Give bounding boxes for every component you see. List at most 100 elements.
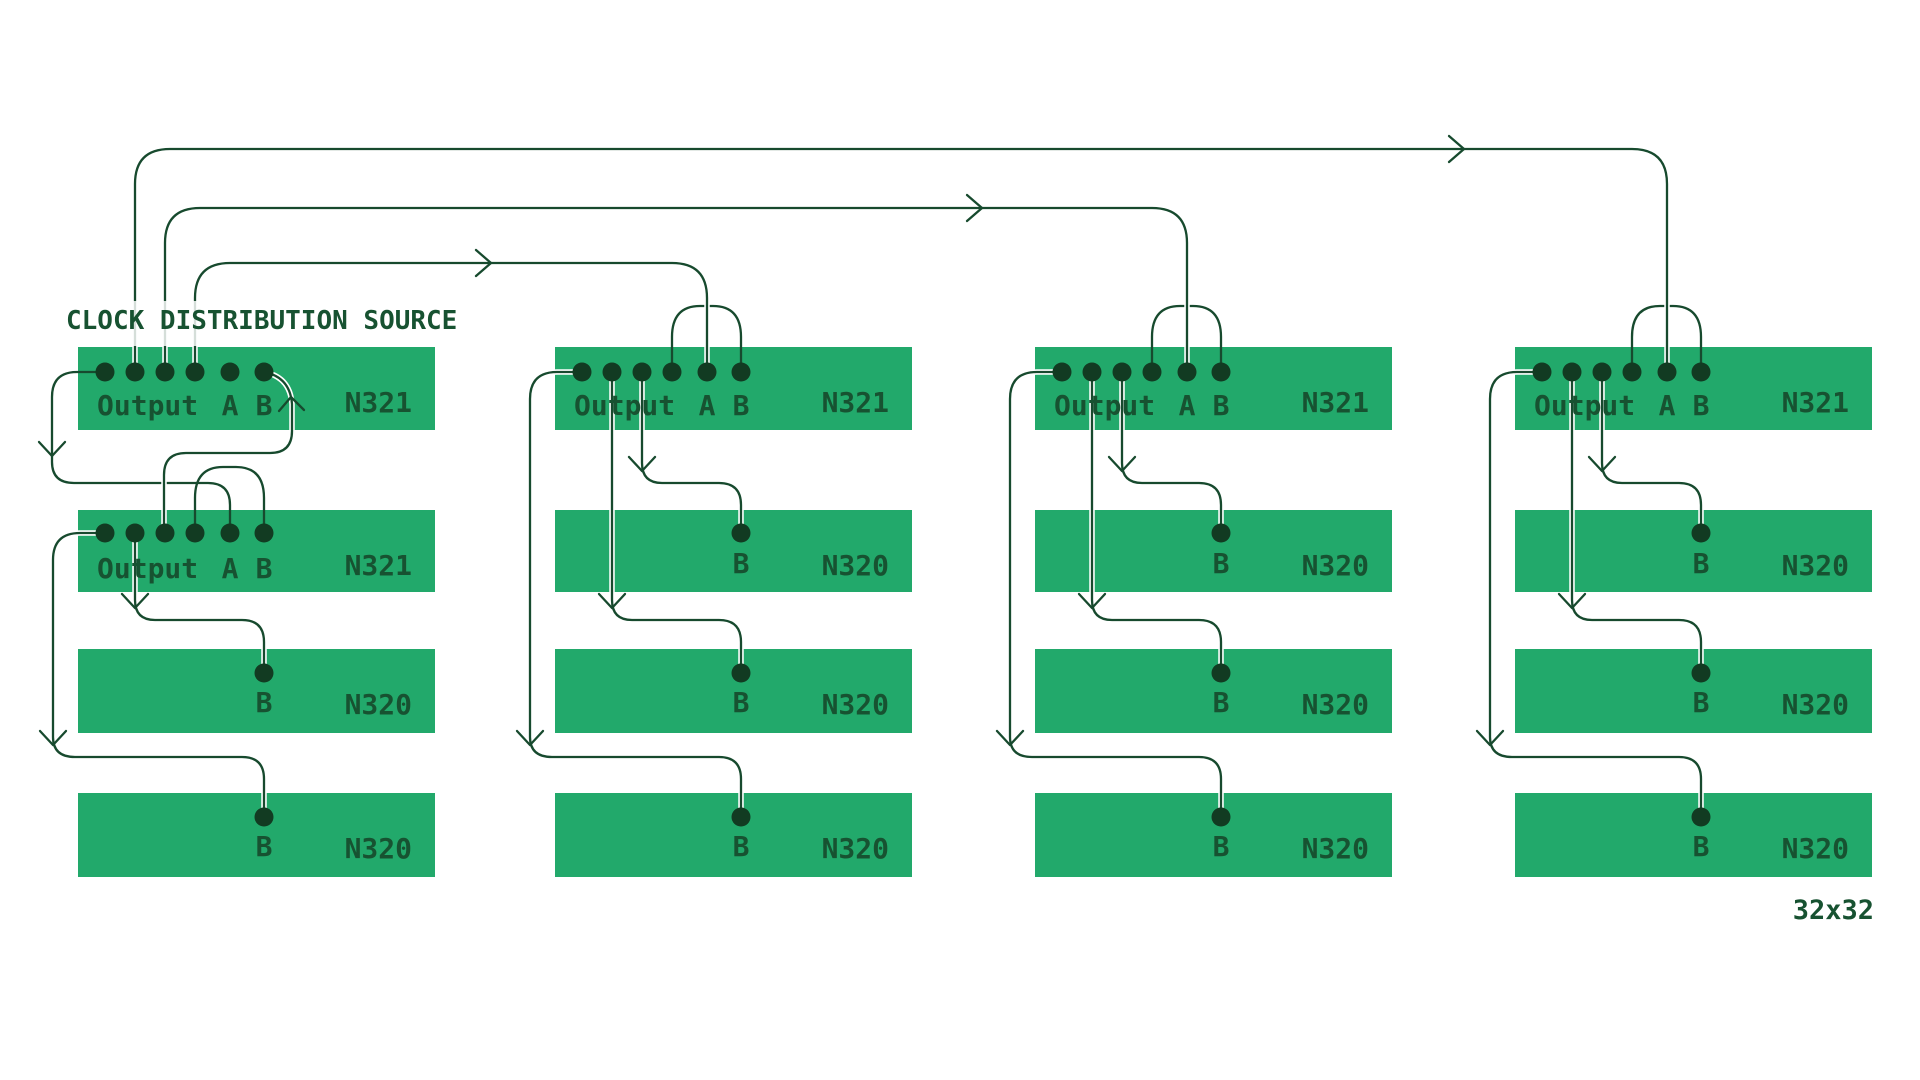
wire-output1-to-n320-b-casing xyxy=(1487,369,1704,817)
port-dot-b xyxy=(1211,523,1231,543)
device-model-label: N321 xyxy=(1782,386,1849,419)
arrowhead-down xyxy=(38,729,68,747)
port-dot-b xyxy=(731,807,751,827)
device-model-label: N320 xyxy=(822,688,889,721)
arrowhead-down xyxy=(1107,455,1137,473)
port-dot-output4 xyxy=(1622,362,1642,382)
port-dot-output3 xyxy=(1112,362,1132,382)
port-label-a: A xyxy=(222,552,239,585)
port-label-output: Output xyxy=(1054,389,1155,422)
layer-overlay xyxy=(56,301,466,346)
device-model-label: N320 xyxy=(1302,688,1369,721)
port-label-output: Output xyxy=(97,552,198,585)
arrowhead-right xyxy=(1447,134,1466,164)
port-dot-b xyxy=(731,663,751,683)
port-label-output: Output xyxy=(1534,389,1635,422)
arrowhead-down xyxy=(627,455,657,473)
port-dot-b xyxy=(1211,663,1231,683)
grid-size-label: 32x32 xyxy=(1793,895,1874,926)
wire-output1-to-n320-b xyxy=(1008,370,1223,817)
arrowhead-down xyxy=(37,440,67,458)
diagram-title: CLOCK DISTRIBUTION SOURCE xyxy=(66,306,457,336)
port-dot-output1 xyxy=(95,523,115,543)
port-dot-output2 xyxy=(1082,362,1102,382)
port-label-b: B xyxy=(1213,547,1230,580)
arrowhead-down xyxy=(1077,592,1107,610)
port-dot-b xyxy=(1211,362,1231,382)
port-label-b: B xyxy=(733,686,750,719)
port-dot-output2 xyxy=(602,362,622,382)
device-model-label: N321 xyxy=(345,386,412,419)
device-model-label: N321 xyxy=(1302,386,1369,419)
port-dot-output4 xyxy=(185,362,205,382)
port-dot-a xyxy=(1657,362,1677,382)
device-box-c3-r4 xyxy=(1035,793,1392,877)
wire-output1-to-n320-b-casing xyxy=(527,369,744,817)
port-dot-b xyxy=(254,807,274,827)
port-label-b: B xyxy=(256,686,273,719)
device-model-label: N320 xyxy=(1782,832,1849,865)
wire-output1-to-n320-b xyxy=(1488,370,1703,817)
device-model-label: N321 xyxy=(345,549,412,582)
port-label-a: A xyxy=(222,389,239,422)
port-dot-b xyxy=(254,663,274,683)
wire-row2-output3-to-source-b xyxy=(162,370,294,533)
device-model-label: N320 xyxy=(1782,549,1849,582)
wire-source-to-col3-a xyxy=(163,206,1189,372)
port-label-b: B xyxy=(1213,830,1230,863)
port-dot-output4 xyxy=(662,362,682,382)
port-dot-b xyxy=(254,523,274,543)
arrowhead-down xyxy=(995,729,1025,747)
port-label-output: Output xyxy=(574,389,675,422)
port-label-b: B xyxy=(1693,547,1710,580)
device-box-c4-r3 xyxy=(1515,649,1872,733)
port-dot-output2 xyxy=(125,362,145,382)
device-box-c2-r4 xyxy=(555,793,912,877)
wire-output1-to-n320-b xyxy=(51,531,266,817)
port-dot-output3 xyxy=(155,523,175,543)
port-label-b: B xyxy=(1213,389,1230,422)
port-dot-b xyxy=(1691,663,1711,683)
arrowhead-up xyxy=(277,395,306,413)
device-model-label: N320 xyxy=(1782,688,1849,721)
wire-source-to-col4-a xyxy=(133,147,1669,372)
port-dot-b xyxy=(731,362,751,382)
port-label-a: A xyxy=(1179,389,1196,422)
arrowhead-down xyxy=(1475,729,1505,747)
port-dot-a xyxy=(220,362,240,382)
port-dot-a xyxy=(697,362,717,382)
device-model-label: N321 xyxy=(822,386,889,419)
port-label-b: B xyxy=(1693,686,1710,719)
port-label-b: B xyxy=(733,830,750,863)
port-dot-b xyxy=(1691,807,1711,827)
layer-arrows xyxy=(37,134,1617,747)
port-label-b: B xyxy=(1693,389,1710,422)
port-dot-b xyxy=(1691,523,1711,543)
device-box-c2-r3 xyxy=(555,649,912,733)
arrowhead-down xyxy=(597,592,627,610)
device-box-c1-r4 xyxy=(78,793,435,877)
port-dot-output2 xyxy=(1562,362,1582,382)
layer-texts: N321N321N320N320N321N320N320N320N321N320… xyxy=(66,306,1874,926)
wire-source-output1-to-row2-a xyxy=(50,370,232,533)
port-dot-output1 xyxy=(1532,362,1552,382)
port-dot-output4 xyxy=(1142,362,1162,382)
port-dot-output4 xyxy=(185,523,205,543)
port-label-b: B xyxy=(256,389,273,422)
port-label-b: B xyxy=(1213,686,1230,719)
port-label-b: B xyxy=(733,389,750,422)
port-dot-output1 xyxy=(1052,362,1072,382)
wire-output1-to-n320-b xyxy=(528,370,743,817)
arrowhead-down xyxy=(1587,455,1617,473)
device-box-c1-r3 xyxy=(78,649,435,733)
port-dot-b xyxy=(254,362,274,382)
device-model-label: N320 xyxy=(345,688,412,721)
wire-output4-to-b-loopback xyxy=(193,465,266,533)
port-label-a: A xyxy=(1659,389,1676,422)
port-dot-output1 xyxy=(572,362,592,382)
port-dot-output3 xyxy=(632,362,652,382)
port-label-b: B xyxy=(256,830,273,863)
port-label-output: Output xyxy=(97,389,198,422)
port-dot-a xyxy=(1177,362,1197,382)
